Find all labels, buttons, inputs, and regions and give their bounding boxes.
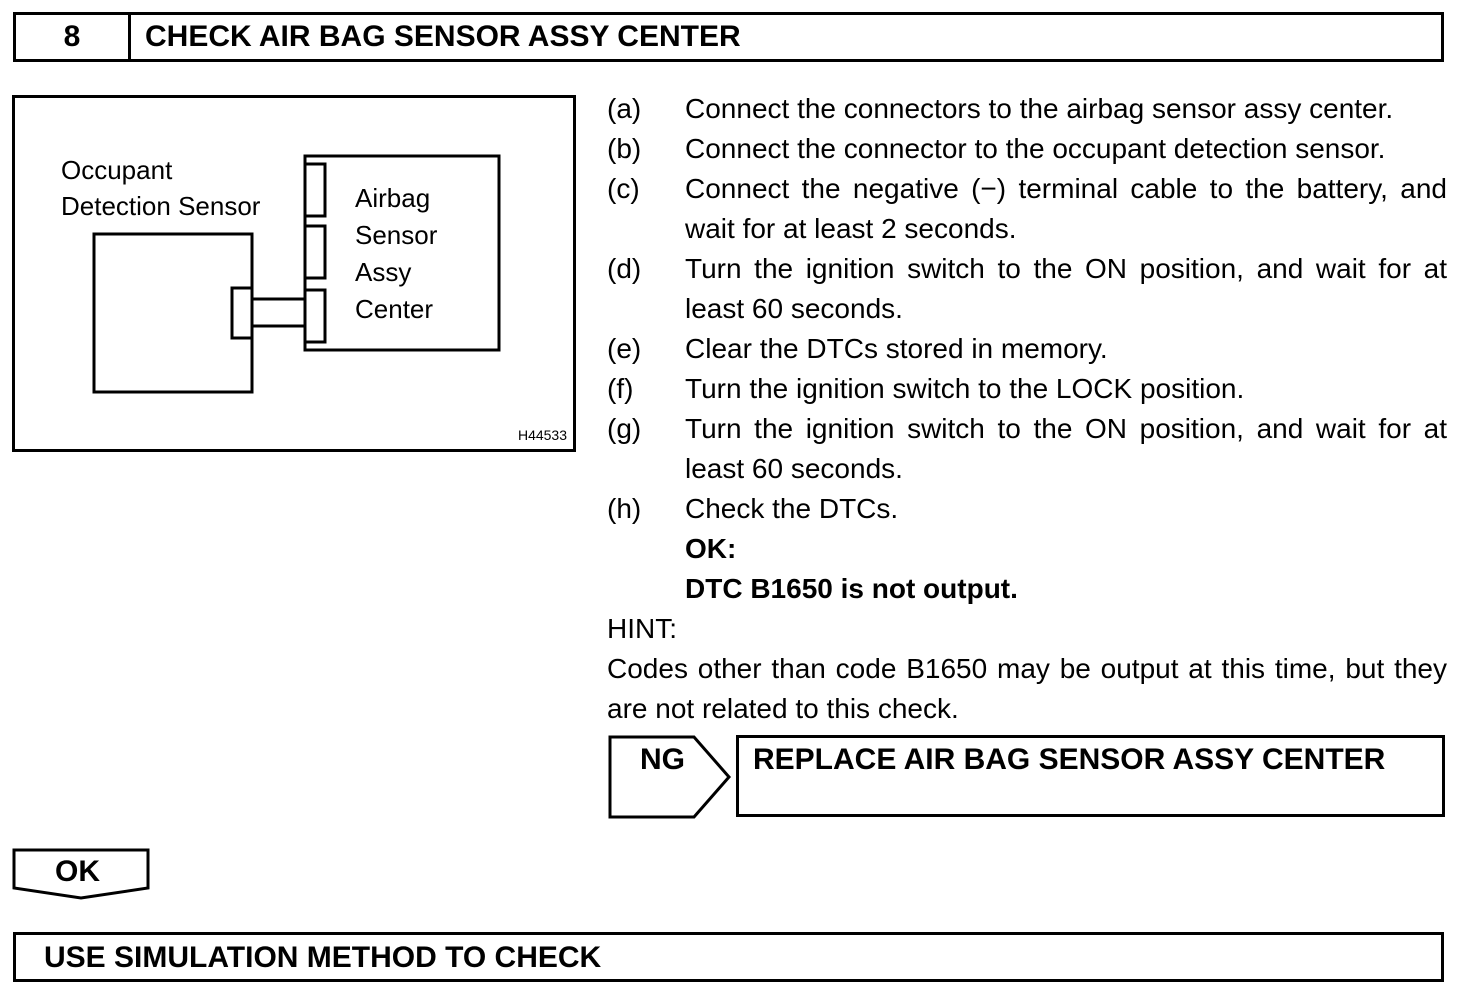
step-item: (d) Turn the ignition switch to the ON p…	[607, 249, 1447, 329]
step-label: (a)	[607, 93, 642, 124]
next-step-box: USE SIMULATION METHOD TO CHECK	[13, 932, 1444, 982]
ng-action-text: REPLACE AIR BAG SENSOR ASSY CENTER	[753, 743, 1386, 776]
step-item: (h) Check the DTCs.	[607, 489, 1447, 529]
step-title: CHECK AIR BAG SENSOR ASSY CENTER	[145, 20, 741, 53]
ng-arrow-icon	[608, 735, 731, 819]
step-text: Clear the DTCs stored in memory.	[685, 333, 1108, 364]
next-step-text: USE SIMULATION METHOD TO CHECK	[44, 941, 602, 974]
step-text: Connect the negative (−) terminal cable …	[685, 173, 1447, 244]
ng-action-box: REPLACE AIR BAG SENSOR ASSY CENTER	[736, 735, 1445, 817]
hint-text: Codes other than code B1650 may be outpu…	[607, 653, 1447, 724]
connection-diagram: Occupant Detection Sensor Airbag Sensor …	[12, 95, 576, 452]
step-item: (f) Turn the ignition switch to the LOCK…	[607, 369, 1447, 409]
step-text: Turn the ignition switch to the ON posit…	[685, 413, 1447, 484]
step-item: (g) Turn the ignition switch to the ON p…	[607, 409, 1447, 489]
airbag-label-line2: Sensor	[355, 220, 438, 250]
step-text: Check the DTCs.	[685, 493, 899, 524]
ok-result-text: DTC B1650 is not output.	[685, 573, 1018, 604]
step-item: (a) Connect the connectors to the airbag…	[607, 89, 1447, 129]
airbag-label-line4: Center	[355, 294, 434, 324]
ok-result-label: OK:	[685, 533, 737, 564]
ok-arrow-icon	[12, 848, 150, 900]
airbag-connector-3	[303, 288, 327, 344]
ng-label: NG	[640, 743, 685, 776]
diagram-drawing	[92, 154, 501, 394]
step-item: (e) Clear the DTCs stored in memory.	[607, 329, 1447, 369]
step-item: (c) Connect the negative (−) terminal ca…	[607, 169, 1447, 249]
occupant-label-line1: Occupant	[61, 155, 173, 185]
step-label: (f)	[607, 373, 634, 404]
step-item: (b) Connect the connector to the occupan…	[607, 129, 1447, 169]
step-label: (e)	[607, 333, 642, 364]
step-text: Turn the ignition switch to the ON posit…	[685, 253, 1447, 324]
airbag-label-line1: Airbag	[355, 183, 431, 213]
figure-reference: H44533	[517, 427, 567, 443]
step-label: (b)	[607, 133, 642, 164]
step-label: (c)	[607, 173, 640, 204]
step-text: Connect the connectors to the airbag sen…	[685, 93, 1394, 124]
step-label: (g)	[607, 413, 642, 444]
step-label: (d)	[607, 253, 642, 284]
occupant-sensor-box	[92, 232, 254, 394]
ok-label: OK	[55, 855, 100, 888]
step-label: (h)	[607, 493, 642, 524]
airbag-connector-2	[303, 224, 327, 280]
procedure-steps: (a) Connect the connectors to the airbag…	[607, 89, 1447, 729]
step-text: Turn the ignition switch to the LOCK pos…	[685, 373, 1245, 404]
airbag-label-line3: Assy	[355, 257, 412, 287]
step-header: 8 CHECK AIR BAG SENSOR ASSY CENTER	[13, 12, 1444, 62]
step-text: Connect the connector to the occupant de…	[685, 133, 1386, 164]
occupant-sensor-connector	[230, 286, 254, 340]
hint-label: HINT:	[607, 613, 677, 644]
airbag-connector-1	[303, 162, 327, 218]
step-number: 8	[16, 15, 131, 59]
occupant-label-line2: Detection Sensor	[61, 191, 261, 221]
